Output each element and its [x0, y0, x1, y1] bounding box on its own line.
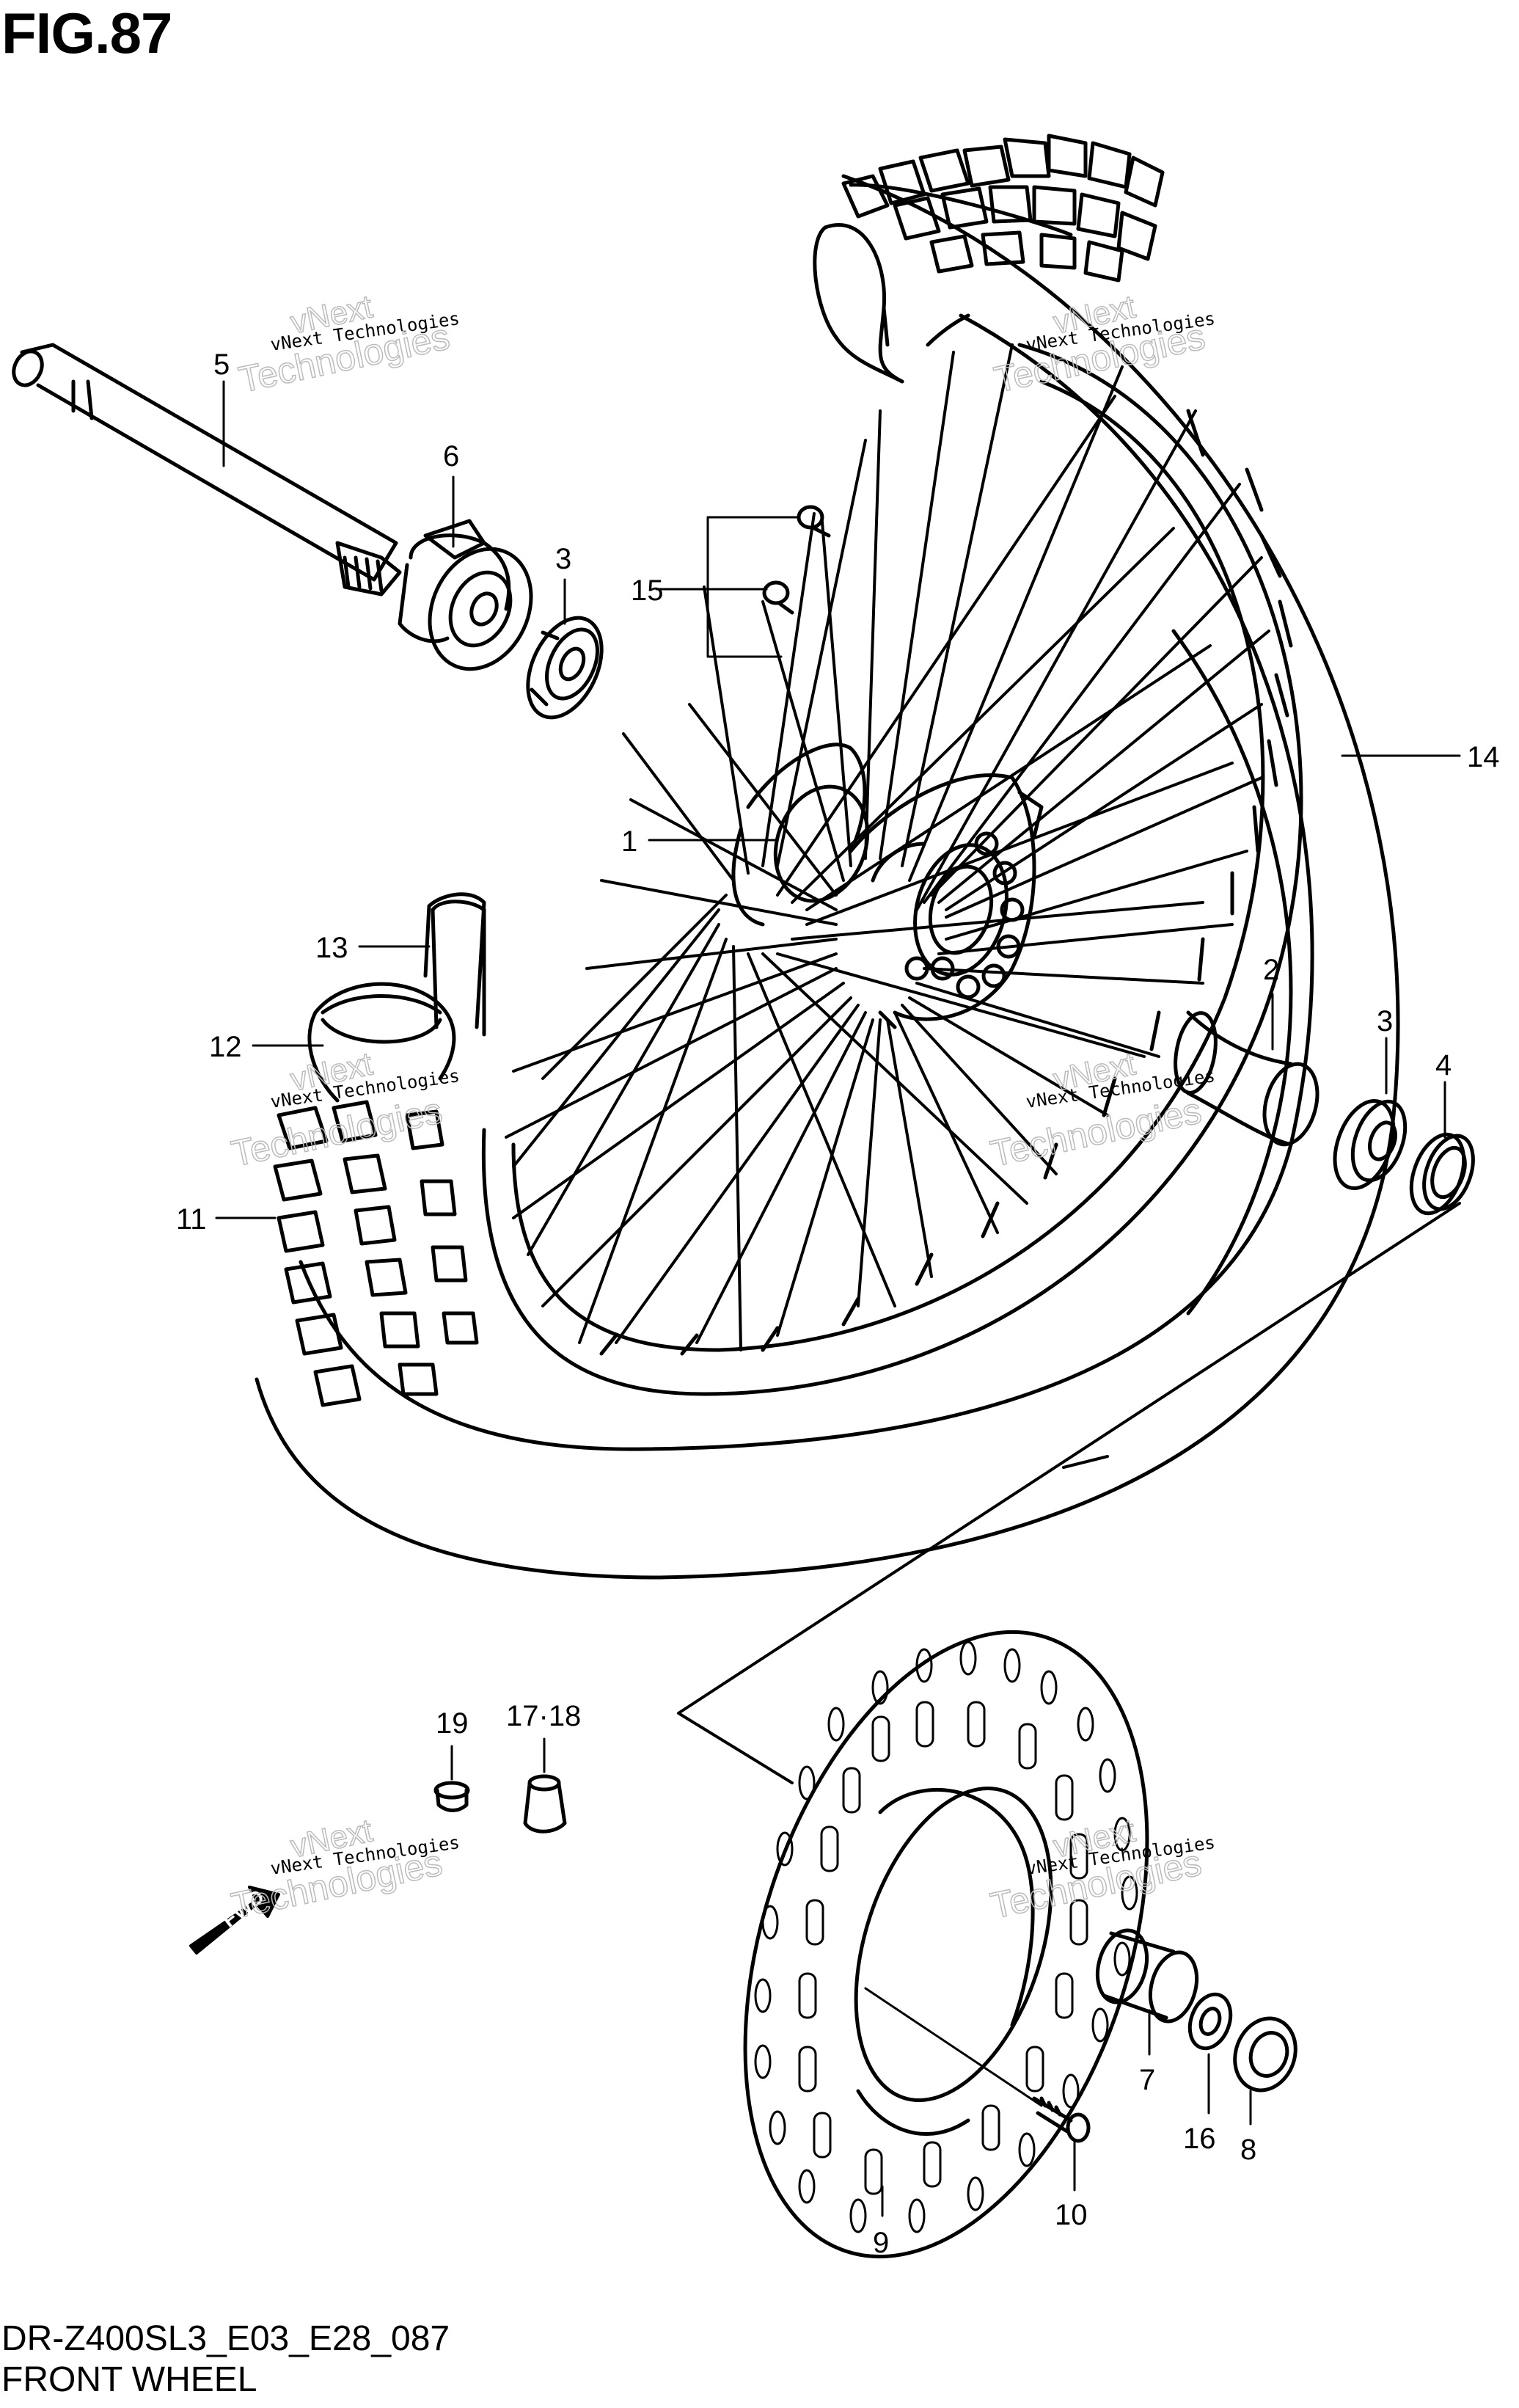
part-9-brake-disc — [743, 1630, 1149, 2259]
figure-code: DR-Z400SL3_E03_E28_087 — [1, 2319, 450, 2358]
part-10-bolt — [864, 1987, 1091, 2143]
part-15-nipples — [762, 505, 831, 615]
callout-11: 11 — [176, 1203, 207, 1236]
callout-13: 13 — [315, 932, 348, 964]
part-12-tube — [321, 994, 442, 1044]
watermark: vNext Technologies vNext Technologies — [235, 288, 461, 401]
callout-6: 6 — [443, 440, 459, 473]
part-19-cap — [433, 1781, 470, 1812]
part-7-spacer — [1095, 1928, 1199, 2024]
part-2-spacer — [1174, 1010, 1319, 1147]
callout-9: 9 — [873, 2227, 889, 2259]
callout-17-18: 17·18 — [506, 1700, 581, 1732]
watermark: vNext Technologies vNext Technologies — [987, 1812, 1217, 1927]
watermark: vNext Technologies vNext Technologies — [227, 1046, 461, 1175]
part-8-nut — [1233, 2016, 1297, 2093]
spokes — [505, 343, 1270, 1351]
callout-10: 10 — [1055, 2199, 1088, 2231]
callout-2: 2 — [1263, 954, 1279, 986]
assembly-lines — [677, 1202, 1461, 1784]
part-17-18-valve — [523, 1774, 567, 1834]
watermark: vNext Technologies vNext Technologies — [227, 1812, 461, 1927]
hub — [731, 743, 1044, 1029]
leader-lines — [215, 380, 1461, 2217]
callout-16: 16 — [1183, 2123, 1216, 2155]
part-3-bearing-left — [526, 616, 604, 720]
part-5-axle — [12, 343, 402, 596]
fig-title: FIG.87 — [1, 1, 172, 65]
callout-8: 8 — [1240, 2134, 1256, 2166]
callouts: 1 2 3 3 4 5 6 7 8 9 10 11 12 13 14 15 16… — [176, 349, 1500, 2259]
callout-14: 14 — [1467, 741, 1500, 773]
part-4-oil-seal — [1409, 1132, 1475, 1216]
part-6-gearbox — [398, 519, 533, 671]
parts-drawing: FWD — [12, 134, 1475, 2259]
callout-15: 15 — [631, 574, 664, 607]
callout-3-right: 3 — [1377, 1005, 1393, 1037]
callout-7: 7 — [1139, 2064, 1155, 2096]
callout-12: 12 — [209, 1031, 242, 1063]
part-16-washer — [1187, 1992, 1233, 2051]
rim — [481, 343, 1303, 1396]
callout-1: 1 — [621, 825, 637, 858]
watermarks: vNext Technologies vNext Technologies vN… — [227, 288, 1217, 1927]
callout-5: 5 — [213, 349, 230, 381]
callout-3-left: 3 — [555, 543, 571, 575]
callout-4: 4 — [1435, 1049, 1452, 1081]
figure-caption: FRONT WHEEL — [1, 2360, 257, 2399]
callout-19: 19 — [436, 1707, 469, 1740]
part-3-bearing-right — [1333, 1098, 1408, 1191]
